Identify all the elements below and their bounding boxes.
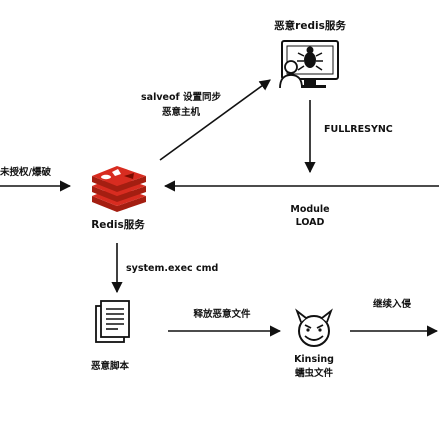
slaveof-arrow (159, 79, 271, 161)
devil-face-icon (295, 308, 333, 347)
module-load-label-line1: Module (290, 204, 330, 215)
continue-label: 继续入侵 (372, 299, 411, 310)
document-icon (95, 300, 130, 343)
monitor-bug-icon (279, 40, 339, 89)
module-load-label-line2: LOAD (295, 217, 325, 228)
redis-logo-icon (92, 166, 146, 212)
slaveof-label-line1: salveof 设置同步 (141, 92, 221, 103)
system-exec-label: system.exec cmd (126, 263, 219, 274)
slaveof-label-line2: 恶意主机 (161, 107, 200, 118)
release-label: 释放恶意文件 (193, 309, 251, 320)
fullresync-label: FULLRESYNC (324, 124, 393, 135)
kinsing-label-line1: Kinsing (294, 354, 334, 365)
script-label: 恶意脚本 (90, 361, 129, 372)
malicious-redis-label: 恶意redis服务 (274, 20, 346, 32)
unauth-label: 未授权/爆破 (0, 167, 51, 178)
kinsing-label-line2: 蠕虫文件 (294, 368, 333, 379)
redis-label: Redis服务 (91, 219, 145, 231)
